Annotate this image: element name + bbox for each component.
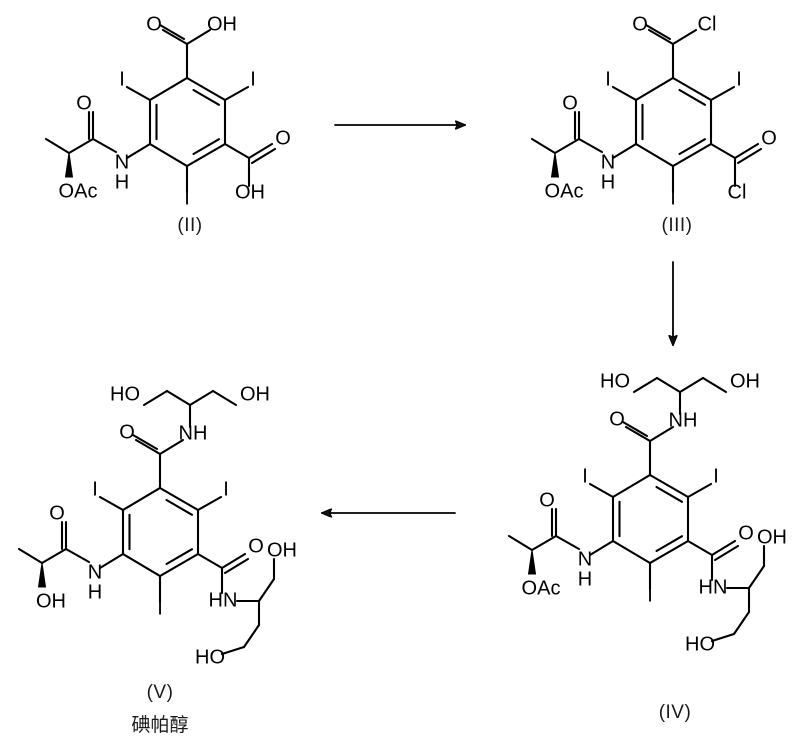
atom-O: O <box>562 92 578 114</box>
atom-H: H <box>601 171 615 193</box>
atom-OH: OH <box>207 13 237 35</box>
atom-NH: NH <box>179 422 208 444</box>
atom-O: O <box>49 502 65 524</box>
atom-HO: HO <box>600 370 630 392</box>
atom-OH: OH <box>730 370 760 392</box>
atom-I: I <box>119 68 125 90</box>
atom-I: I <box>713 465 719 487</box>
atom-O: O <box>539 489 555 511</box>
atom-I: I <box>250 68 256 90</box>
atom-HO: HO <box>110 383 140 405</box>
atom-N: N <box>601 151 615 173</box>
atom-I: I <box>92 478 98 500</box>
atom-HN: HN <box>699 576 728 598</box>
atom-O: O <box>761 127 777 149</box>
atom-OAc: OAc <box>59 180 98 202</box>
atom-N: N <box>88 561 102 583</box>
atom-O: O <box>146 13 162 35</box>
atom-Cl: Cl <box>698 13 717 35</box>
atom-OAc: OAc <box>545 180 584 202</box>
atom-OH: OH <box>757 526 787 548</box>
atom-N: N <box>115 151 129 173</box>
atom-H: H <box>88 581 102 603</box>
atom-OAc: OAc <box>522 577 561 599</box>
atom-O: O <box>275 127 291 149</box>
atom-I: I <box>223 478 229 500</box>
structure-V: HO OH NH O I I I N H O OH O HN OH HO <box>17 383 297 668</box>
atom-OH: OH <box>267 539 297 561</box>
atom-I: I <box>670 187 676 209</box>
atom-O: O <box>632 13 648 35</box>
atom-O: O <box>248 535 264 557</box>
atom-NH: NH <box>669 409 698 431</box>
atom-O: O <box>609 408 625 430</box>
atom-Cl: Cl <box>728 181 747 203</box>
atom-I: I <box>605 68 611 90</box>
structure-label-V: (V) <box>146 682 174 703</box>
structure-label-III: (III) <box>661 215 693 236</box>
structure-II: O OH O OH I I I N H O OAc <box>44 13 291 209</box>
structure-III: O Cl O Cl I I I N H O OAc <box>530 13 777 209</box>
atom-N: N <box>578 548 592 570</box>
structure-IV: HO OH NH O I I I N H O OAc O HN OH HO <box>507 370 787 655</box>
atom-I: I <box>647 584 653 606</box>
structure-label-II: (II) <box>177 215 203 236</box>
atom-OH: OH <box>36 590 66 612</box>
atom-OH: OH <box>235 181 265 203</box>
atom-I: I <box>184 187 190 209</box>
atom-H: H <box>115 171 129 193</box>
atom-O: O <box>76 92 92 114</box>
atom-HO: HO <box>685 633 715 655</box>
atom-I: I <box>582 465 588 487</box>
atom-I: I <box>157 597 163 619</box>
structure-label-IV: (IV) <box>658 702 692 723</box>
atom-HO: HO <box>195 646 225 668</box>
structure-label-V-chinese: 碘帕醇 <box>131 714 189 736</box>
atom-HN: HN <box>209 589 238 611</box>
atom-O: O <box>738 522 754 544</box>
atom-I: I <box>736 68 742 90</box>
atom-OH: OH <box>240 383 270 405</box>
atom-O: O <box>119 421 135 443</box>
atom-H: H <box>578 568 592 590</box>
